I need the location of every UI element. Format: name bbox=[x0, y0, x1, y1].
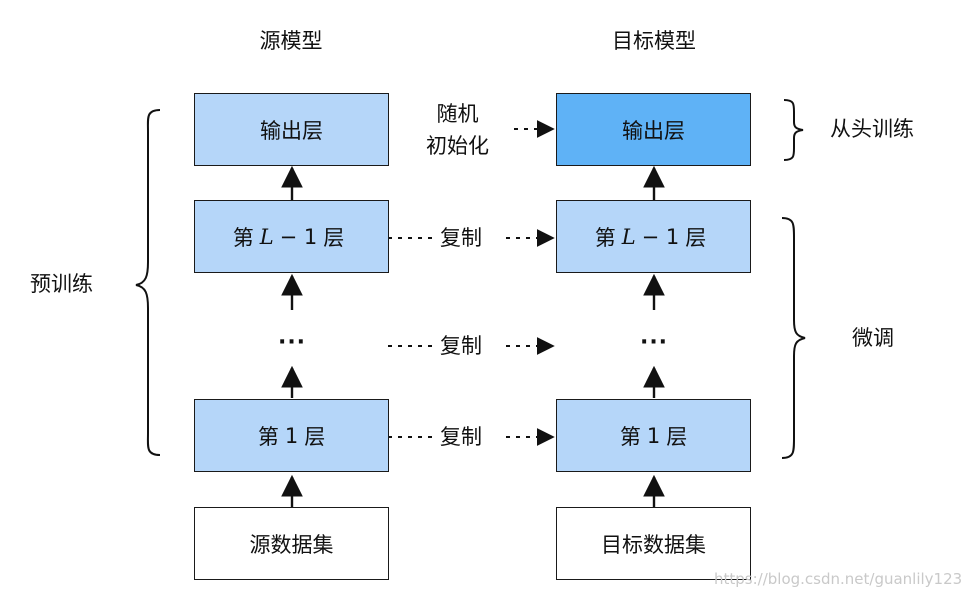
source-output-layer-label: 输出层 bbox=[260, 118, 323, 143]
copy-label-ellipsis: 复制 bbox=[440, 334, 482, 358]
layer-minus-one: − 1 bbox=[279, 224, 318, 249]
target-layer-l-minus-1: 第 L − 1 层 bbox=[556, 200, 751, 273]
source-dataset-label: 源数据集 bbox=[249, 532, 334, 557]
source-layer-l-minus-1: 第 L − 1 层 bbox=[194, 200, 389, 273]
target-model-title: 目标模型 bbox=[612, 29, 696, 53]
layer-symbol: L bbox=[259, 224, 274, 249]
target-output-layer-label: 输出层 bbox=[622, 118, 685, 143]
brace-train-from-scratch bbox=[783, 99, 804, 161]
layer-number: 1 bbox=[284, 423, 299, 448]
source-model-title: 源模型 bbox=[259, 29, 323, 53]
layer-prefix: 第 bbox=[257, 424, 279, 449]
layer-minus-one: − 1 bbox=[641, 224, 680, 249]
layer-suffix: 层 bbox=[666, 424, 688, 449]
brace-pretrain bbox=[135, 109, 161, 456]
layer-number: 1 bbox=[646, 423, 661, 448]
source-layer-1: 第 1 层 bbox=[194, 399, 389, 472]
random-init-label: 随机 初始化 bbox=[426, 100, 489, 161]
layer-suffix: 层 bbox=[685, 225, 707, 250]
source-dataset: 源数据集 bbox=[194, 507, 389, 580]
brace-fine-tune bbox=[781, 217, 806, 459]
random-init-line1: 随机 bbox=[436, 102, 479, 126]
copy-label-layer-l-minus-1: 复制 bbox=[440, 226, 482, 250]
layer-suffix: 层 bbox=[304, 424, 326, 449]
target-ellipsis: ··· bbox=[639, 330, 669, 355]
watermark: https://blog.csdn.net/guanlily123 bbox=[714, 570, 963, 588]
pretrain-label: 预训练 bbox=[30, 272, 93, 296]
layer-symbol: L bbox=[621, 224, 636, 249]
target-dataset-label: 目标数据集 bbox=[601, 532, 706, 557]
layer-suffix: 层 bbox=[323, 225, 345, 250]
layer-prefix: 第 bbox=[619, 424, 641, 449]
fine-tune-label: 微调 bbox=[852, 326, 894, 350]
random-init-line2: 初始化 bbox=[426, 134, 489, 159]
source-output-layer: 输出层 bbox=[194, 93, 389, 166]
source-ellipsis: ··· bbox=[277, 330, 307, 355]
layer-prefix: 第 bbox=[232, 225, 254, 250]
target-output-layer: 输出层 bbox=[556, 93, 751, 166]
copy-label-layer-1: 复制 bbox=[440, 425, 482, 449]
train-from-scratch-label: 从头训练 bbox=[830, 117, 914, 141]
target-dataset: 目标数据集 bbox=[556, 507, 751, 580]
target-layer-1: 第 1 层 bbox=[556, 399, 751, 472]
layer-prefix: 第 bbox=[594, 225, 616, 250]
